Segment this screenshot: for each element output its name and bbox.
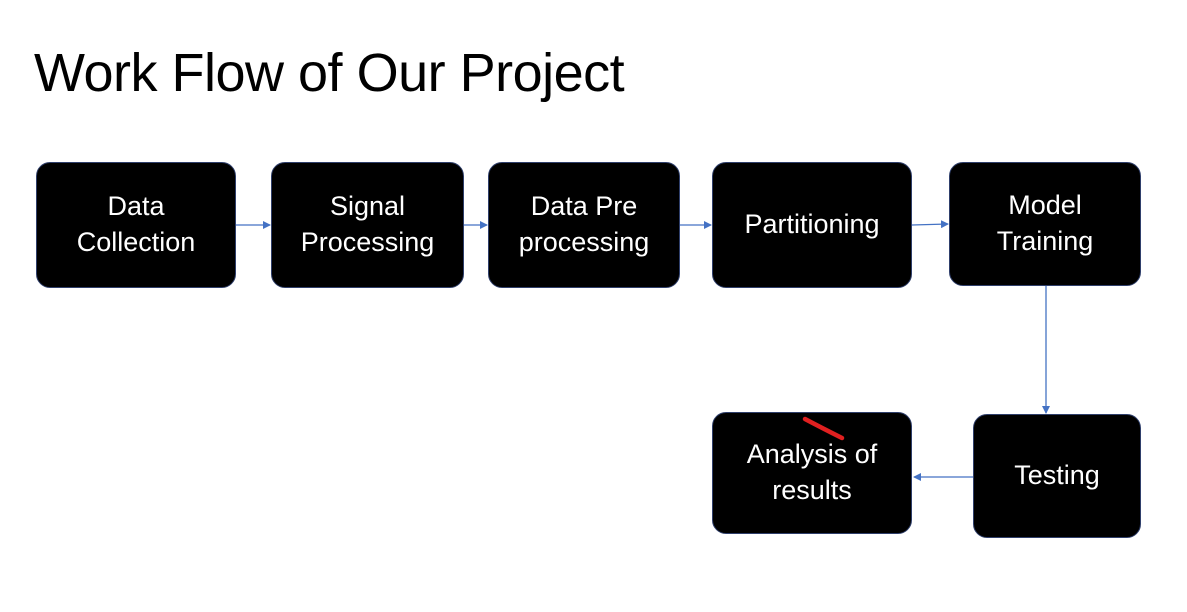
step-data-collection-line2: Collection <box>76 227 196 257</box>
step-data-preprocessing-line1: Data Pre <box>530 191 638 222</box>
step-analysis-line2: results <box>772 475 852 505</box>
step-data-preprocessing-line2: processing <box>518 227 650 257</box>
step-data-collection: Data Collection <box>36 162 236 288</box>
step-signal-processing-line2: Processing <box>300 227 435 257</box>
step-signal-processing: Signal Processing <box>271 162 464 288</box>
arrow-partitioning-to-training <box>911 220 949 229</box>
step-testing: Testing <box>973 414 1141 538</box>
step-model-training: Model Training <box>949 162 1141 286</box>
step-analysis-line1: Analysis of <box>746 439 878 470</box>
step-partitioning-label: Partitioning <box>744 209 880 240</box>
step-model-training-line2: Training <box>996 226 1094 256</box>
step-data-collection-line1: Data <box>107 191 165 222</box>
slide-title: Work Flow of Our Project <box>34 43 625 103</box>
step-model-training-line1: Model <box>1008 190 1082 221</box>
step-data-preprocessing: Data Pre processing <box>488 162 680 288</box>
step-analysis-of-results: Analysis of results <box>712 412 912 534</box>
step-testing-label: Testing <box>1014 460 1100 491</box>
step-signal-processing-line1: Signal <box>329 191 406 222</box>
step-partitioning: Partitioning <box>712 162 912 288</box>
